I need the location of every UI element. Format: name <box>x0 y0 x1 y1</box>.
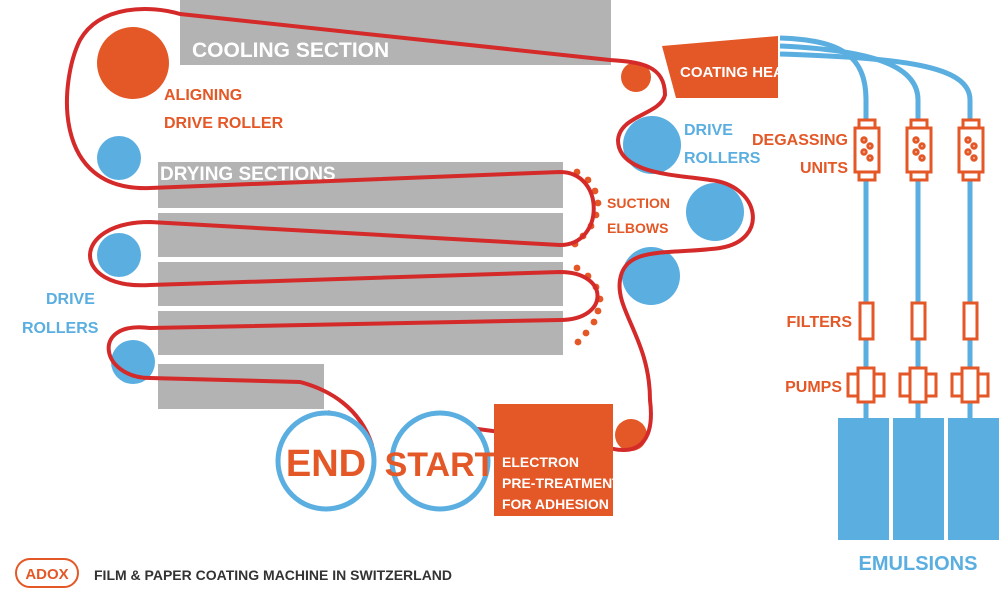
adox-logo-badge <box>15 558 79 588</box>
pump-1 <box>846 366 886 404</box>
emulsion-tank-2 <box>893 418 944 540</box>
adox-logo-text: ADOX <box>25 566 68 583</box>
electron-label-line3: FOR ADHESION <box>502 496 609 512</box>
drive-roller-right-2 <box>686 183 744 241</box>
degassing-label-line2: UNITS <box>800 160 848 177</box>
drive-rollers-left-label-line1: DRIVE <box>46 291 95 308</box>
degassing-units <box>853 118 985 182</box>
footer-caption: FILM & PAPER COATING MACHINE IN SWITZERL… <box>94 567 452 583</box>
cooling-section-label: COOLING SECTION <box>192 39 389 62</box>
end-reel: END <box>275 410 377 512</box>
degassing-unit-1 <box>853 118 881 182</box>
emulsion-tank-3 <box>948 418 999 540</box>
electron-label-line1: ELECTRON <box>502 454 579 470</box>
emulsions-label: EMULSIONS <box>859 553 978 575</box>
drying-sections: DRYING SECTIONS <box>158 162 563 409</box>
drive-roller-right-1 <box>623 116 681 174</box>
emulsion-tank-1 <box>838 418 889 540</box>
adox-logo: ADOX <box>15 558 79 588</box>
end-reel-label: END <box>286 443 366 485</box>
suction-label-line2: ELBOWS <box>607 220 668 236</box>
electron-pretreatment-block <box>494 404 613 516</box>
filter-3 <box>962 301 979 341</box>
pump-2 <box>898 366 938 404</box>
drying-section-block-4 <box>158 311 563 355</box>
supply-line-2 <box>779 43 921 420</box>
start-reel: START <box>385 410 496 512</box>
suction-label-line1: SUCTION <box>607 195 670 211</box>
drive-rollers-right-label-line2: ROLLERS <box>684 150 761 167</box>
cooling-section: COOLING SECTION <box>180 0 611 65</box>
degassing-unit-2 <box>905 118 933 182</box>
coating-head-shape <box>662 36 778 98</box>
drive-rollers-left-label-line2: ROLLERS <box>22 320 99 337</box>
degassing-label-line1: DEGASSING <box>752 132 848 149</box>
end-reel-circle <box>275 410 377 512</box>
emulsion-tanks <box>838 418 999 540</box>
coating-head: COATING HEAD <box>662 36 795 98</box>
supply-line-1 <box>779 35 869 420</box>
pump-3 <box>950 366 990 404</box>
filters <box>858 301 979 341</box>
pumps-label: PUMPS <box>785 379 842 396</box>
electron-label-line2: PRE-TREATMENT <box>502 475 621 491</box>
filter-2 <box>910 301 927 341</box>
drive-roller-right-3 <box>622 247 680 305</box>
filter-1 <box>858 301 875 341</box>
start-reel-label: START <box>385 446 496 484</box>
aligning-drive-roller <box>97 27 169 99</box>
start-reel-circle <box>389 410 491 512</box>
drying-section-block-5 <box>158 364 324 409</box>
film-web-path <box>64 6 755 452</box>
electron-pretreatment: ELECTRON PRE-TREATMENT FOR ADHESION <box>494 404 621 516</box>
degassing-unit-3 <box>957 118 985 182</box>
coating-head-label: COATING HEAD <box>680 64 795 81</box>
supply-line-3 <box>779 51 973 420</box>
drive-roller-left-3 <box>111 340 155 384</box>
emulsion-supply-lines <box>779 35 973 420</box>
drive-roller-left-2 <box>97 233 141 277</box>
rollers <box>97 27 744 451</box>
filters-label: FILTERS <box>787 314 853 331</box>
coating-roller <box>621 62 651 92</box>
drive-rollers-right-label-line1: DRIVE <box>684 122 733 139</box>
drying-sections-label: DRYING SECTIONS <box>160 164 336 185</box>
aligning-label-line2: DRIVE ROLLER <box>164 115 284 132</box>
pumps <box>846 366 990 404</box>
aligning-label-line1: ALIGNING <box>164 87 242 104</box>
drive-roller-left-1 <box>97 136 141 180</box>
entry-roller <box>615 419 647 451</box>
